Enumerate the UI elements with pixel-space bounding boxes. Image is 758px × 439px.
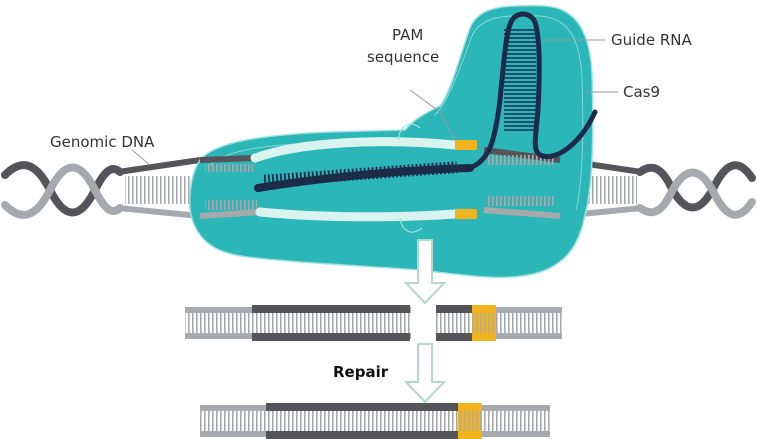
- genomic-dna-leader-line: [131, 149, 151, 166]
- cas9-notch-bottom: [399, 217, 423, 233]
- genomic-dna-helix-left: [1, 161, 124, 219]
- down-arrow-repair: [403, 343, 447, 404]
- genomic-dna-label: Genomic DNA: [50, 133, 155, 151]
- genomic-dna-helix-right: [636, 161, 756, 219]
- guide-rna-spacer: [254, 161, 474, 192]
- repair-label: Repair: [333, 363, 389, 381]
- pam-sequence-bottom: [455, 209, 477, 219]
- cut-dna-right-fragment: [436, 305, 562, 341]
- pam-leader-line: [409, 89, 456, 141]
- unwound-strand-bottom: [255, 207, 460, 222]
- cas9-notch-top: [397, 123, 421, 141]
- genomic-dna-inside-cas9: [199, 147, 561, 219]
- unwound-strand-top: [250, 137, 460, 163]
- pam-label-line1: PAM: [392, 26, 423, 44]
- cut-dna-left-fragment: [185, 305, 411, 341]
- genomic-dna-ladder-left: [117, 157, 201, 219]
- pam-sequence-top: [455, 140, 477, 150]
- down-arrow-cut: [403, 239, 447, 305]
- pam-label-line2: sequence: [367, 48, 439, 66]
- repaired-dna: [200, 403, 550, 439]
- guide-rna-hairpin: [467, 11, 598, 171]
- cas9-label: Cas9: [623, 83, 660, 101]
- guide-rna-label: Guide RNA: [611, 31, 692, 49]
